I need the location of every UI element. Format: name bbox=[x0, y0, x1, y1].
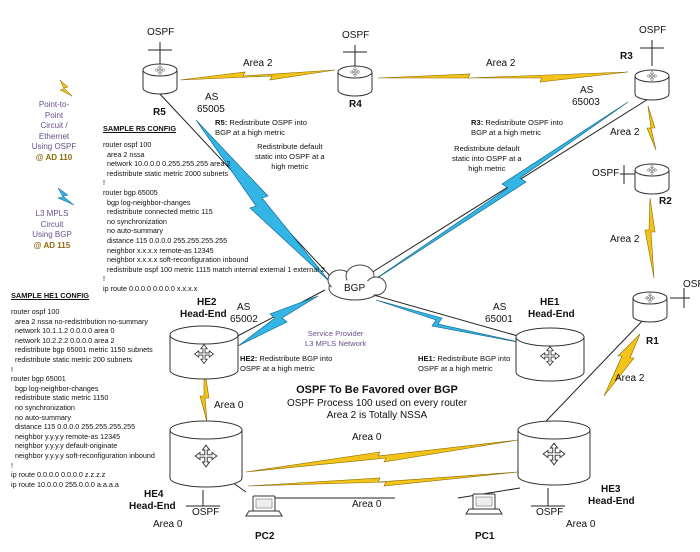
ospf-label-r2: OSPF bbox=[592, 168, 620, 179]
legend-p2p-line2: Point bbox=[44, 110, 64, 120]
bgp-cloud bbox=[327, 264, 387, 301]
ospf-links bbox=[179, 69, 657, 487]
center-title: OSPF To Be Favored over BGP bbox=[296, 384, 458, 396]
legend-mpls: L3 MPLS Circuit Using BGP @ AD 115 bbox=[22, 209, 82, 251]
legend-mpls-ad: @ AD 115 bbox=[33, 240, 71, 250]
he4-sublabel: Head-End bbox=[129, 501, 176, 512]
area-r5-r4: Area 2 bbox=[243, 58, 273, 69]
pc2-laptop-icon[interactable] bbox=[245, 495, 283, 517]
area-r1-he3: Area 2 bbox=[615, 373, 645, 384]
as-65003-prefix: AS bbox=[580, 85, 594, 96]
center-line2: OSPF Process 100 used on every router bbox=[286, 398, 468, 409]
he1-note-prefix: HE1: bbox=[418, 354, 436, 363]
area-he3-stub: Area 0 bbox=[566, 519, 596, 530]
area-he4-he3-bottom: Area 0 bbox=[352, 499, 382, 510]
router-r5[interactable] bbox=[142, 63, 178, 95]
he2-sublabel: Head-End bbox=[180, 309, 227, 320]
r3-note-text: Redistribute OSPF into BGP at a high met… bbox=[471, 118, 564, 137]
legend-mpls-line3: Using BGP bbox=[32, 230, 72, 239]
r5-config-body: router ospf 100 area 2 nssa network 10.0… bbox=[103, 140, 325, 293]
service-provider-label: Service Provider L3 MPLS Network bbox=[305, 329, 366, 349]
as-65002-prefix: AS bbox=[237, 302, 251, 313]
area-r2-r1: Area 2 bbox=[610, 234, 640, 245]
he3-sublabel: Head-End bbox=[588, 496, 635, 507]
he4-label: HE4 bbox=[144, 489, 164, 500]
he2-redistribute-note: HE2: Redistribute BGP into OSPF at a hig… bbox=[240, 354, 332, 374]
center-line3: Area 2 is Totally NSSA bbox=[326, 410, 428, 421]
r5-default-note: Redistribute default static into OSPF at… bbox=[255, 142, 325, 171]
r3-note-prefix: R3: bbox=[471, 118, 484, 127]
router-r2[interactable] bbox=[634, 163, 670, 195]
bgp-cloud-label: BGP bbox=[344, 283, 366, 294]
r5-note-text: Redistribute OSPF into BGP at a high met… bbox=[215, 118, 308, 137]
he2-note-prefix: HE2: bbox=[240, 354, 258, 363]
ospf-label-r5: OSPF bbox=[147, 27, 175, 38]
he1-note-text: Redistribute BGP into OSPF at a high met… bbox=[418, 354, 511, 373]
ospf-label-he3: OSPF bbox=[536, 507, 564, 518]
pc1-laptop-icon[interactable] bbox=[465, 493, 503, 515]
pc2-label: PC2 bbox=[255, 531, 275, 542]
r5-note-prefix: R5: bbox=[215, 118, 228, 127]
he1-config-body: router ospf 100 area 2 nssa no-redistrib… bbox=[11, 307, 155, 489]
ospf-stubs bbox=[148, 40, 690, 308]
he1-sublabel: Head-End bbox=[528, 309, 575, 320]
router-r1[interactable] bbox=[632, 291, 668, 323]
area-he2-he4: Area 0 bbox=[214, 400, 244, 411]
as-65005-prefix: AS bbox=[205, 92, 219, 103]
legend-mpls-line1: L3 MPLS bbox=[35, 209, 69, 218]
legend-ospf: Point-to- Point Circuit / Ethernet Using… bbox=[14, 100, 94, 163]
ospf-label-r4: OSPF bbox=[342, 30, 370, 41]
ospf-label-r3: OSPF bbox=[639, 25, 667, 36]
r2-label: R2 bbox=[659, 196, 672, 207]
legend-mpls-line2: Circuit bbox=[40, 219, 64, 229]
r3-default-note: Redistribute default static into OSPF at… bbox=[452, 144, 522, 173]
r3-redistribute-note: R3: Redistribute OSPF into BGP at a high… bbox=[471, 118, 563, 138]
r5-redistribute-note: R5: Redistribute OSPF into BGP at a high… bbox=[215, 118, 307, 138]
router-he1[interactable] bbox=[515, 327, 585, 382]
r5-label: R5 bbox=[153, 107, 166, 118]
area-he4-stub: Area 0 bbox=[153, 519, 183, 530]
as-65001-prefix: AS bbox=[493, 302, 507, 313]
r3-label: R3 bbox=[620, 51, 633, 62]
ospf-label-r1: OSPF bbox=[683, 279, 700, 290]
as-65002-number: 65002 bbox=[230, 314, 258, 325]
router-r3[interactable] bbox=[634, 69, 670, 101]
area-r4-r3: Area 2 bbox=[486, 58, 516, 69]
r5-config-title: SAMPLE R5 CONFIG bbox=[103, 124, 177, 133]
ospf-label-he4: OSPF bbox=[192, 507, 220, 518]
service-provider-line2: L3 MPLS Network bbox=[305, 339, 367, 348]
he1-redistribute-note: HE1: Redistribute BGP into OSPF at a hig… bbox=[418, 354, 510, 374]
legend-p2p-ad: @ AD 110 bbox=[35, 152, 73, 162]
legend-p2p-line1: Point-to- bbox=[38, 100, 70, 109]
r1-label: R1 bbox=[646, 336, 659, 347]
router-he2[interactable] bbox=[169, 325, 239, 380]
legend-p2p-line4: Ethernet bbox=[38, 131, 70, 141]
legend-p2p-line5: Using OSPF bbox=[31, 142, 77, 151]
router-r4[interactable] bbox=[337, 65, 373, 97]
ospf-preference-statement: OSPF To Be Favored over BGP OSPF Process… bbox=[270, 384, 484, 421]
router-he3[interactable] bbox=[517, 420, 591, 486]
as-65001-number: 65001 bbox=[485, 314, 513, 325]
he1-label: HE1 bbox=[540, 297, 560, 308]
pc1-label: PC1 bbox=[475, 531, 495, 542]
legend-p2p-line3: Circuit / bbox=[40, 121, 68, 130]
area-he4-he3-top: Area 0 bbox=[352, 432, 382, 443]
he3-label: HE3 bbox=[601, 484, 621, 495]
service-provider-line1: Service Provider bbox=[307, 329, 364, 338]
as-65003-number: 65003 bbox=[572, 97, 600, 108]
r4-label: R4 bbox=[349, 99, 362, 110]
area-r3-r2: Area 2 bbox=[610, 127, 640, 138]
he2-label: HE2 bbox=[197, 297, 217, 308]
he2-note-text: Redistribute BGP into OSPF at a high met… bbox=[240, 354, 333, 373]
router-he4[interactable] bbox=[169, 420, 243, 488]
he1-config-title: SAMPLE HE1 CONFIG bbox=[11, 291, 90, 300]
as-65005-number: 65005 bbox=[197, 104, 225, 115]
